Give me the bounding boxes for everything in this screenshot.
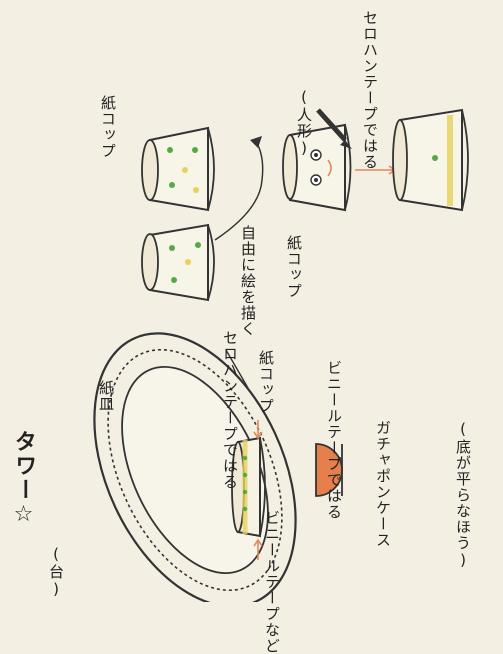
craft-instruction-sheet: タワー☆ (台) 紙皿 セロハンテープではる 紙コップ ビニールテープではる ビ… (11, 10, 472, 654)
page-title: タワー☆ (11, 430, 36, 529)
doll-cup-illustration (282, 123, 352, 212)
paper-plate-illustration (93, 332, 297, 602)
tape-label-right: セロハンテープではる (361, 10, 379, 170)
tape-label-top: セロハンテープではる (221, 330, 239, 490)
capsule-illustration (315, 443, 343, 497)
paper-cup-label-middle: 紙コップ (257, 350, 275, 414)
base-section-label: (台) (47, 545, 65, 599)
patterned-cup-1 (141, 126, 215, 212)
capsule-label: ガチャポンケース (374, 420, 392, 548)
vinyl-tape-left-label: ビニールテープなど (263, 510, 281, 654)
final-cup-illustration (392, 108, 469, 212)
capsule-note-label: (底が平らなほう) (454, 420, 472, 570)
paper-cup-label-top: 紙コップ (99, 95, 117, 159)
paper-cup-doll-label: 紙コップ (285, 235, 303, 299)
doll-label: (人形) (295, 88, 313, 158)
free-draw-label: 自由に絵を描く (239, 225, 257, 337)
arrow-icon (253, 420, 263, 560)
paper-plate-label: 紙皿 (97, 380, 115, 412)
vinyl-tape-label: ビニールテープではる (325, 360, 343, 520)
pencil-icon (316, 108, 352, 149)
patterned-cup-2 (141, 223, 215, 302)
arrow-icon (250, 136, 262, 148)
arrow-icon (214, 139, 264, 241)
base-cup-illustration (231, 436, 266, 538)
illustration-canvas (93, 108, 469, 602)
